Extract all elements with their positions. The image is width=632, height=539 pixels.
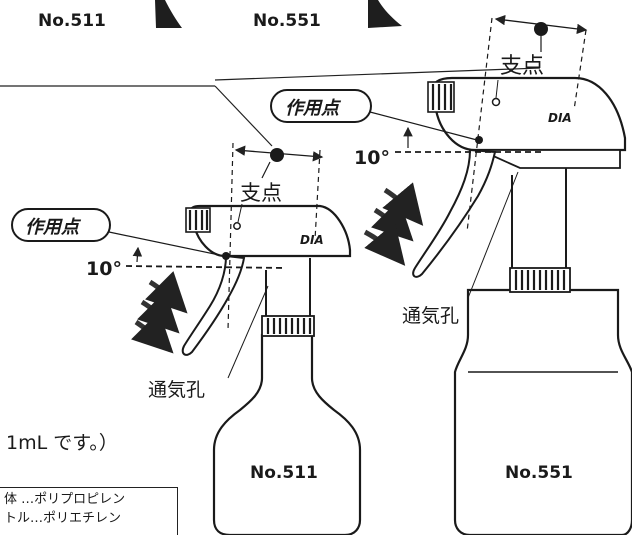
left-sprayer-head [188,204,352,258]
left-angle-arrow [132,246,143,263]
leader-line [467,171,519,299]
right-sprayer-head [430,76,627,152]
left-squeeze-arrow [137,291,180,334]
right-fulcrum-label: 支点 [500,54,544,79]
material-note: 体 …ポリプロピレン [4,492,126,507]
left-fulcrum-dashed-line [227,142,234,331]
left-fulcrum-label: 支点 [240,181,282,205]
left-neck-collar [261,315,315,337]
leader-line [261,161,271,179]
right-neck-ribs [514,270,566,290]
right-action-point-bubble [270,89,372,123]
left-action-point-dot [222,252,230,260]
right-squeeze-arrow [382,182,424,226]
right-action-point-dot [475,136,483,144]
right-action-point-label: 作用点 [285,98,342,119]
left-bottle [212,333,362,537]
leader-line [214,67,541,81]
left-sprayer: DIA 支点 作用点 10° 通気孔 No.511 [11,142,362,537]
left-action-point-bubble [11,208,111,242]
right-head-lower [479,149,621,169]
left-fulcrum-pivot [233,222,241,230]
leader-line [214,85,273,147]
right-squeeze-arrow [363,222,406,266]
leader-line [237,203,243,223]
left-angle-label: 10° [86,258,122,280]
right-vent-label: 通気孔 [402,305,459,327]
left-model-label: No.511 [250,463,318,483]
material-note: トル…ポリエチレン [4,511,122,526]
left-action-point-label: 作用点 [25,217,82,238]
leader-line [227,285,269,379]
right-nozzle-ribs [431,84,453,110]
left-squeeze-arrow [145,271,188,314]
left-fulcrum-marker [270,148,284,162]
right-trigger [412,148,497,278]
right-bottle [453,288,632,537]
right-fulcrum-dashed-line [573,29,587,111]
right-model-label: No.551 [505,463,573,483]
left-horizontal-dashed [125,265,286,269]
left-brand-logo: DIA [300,233,324,247]
left-nozzle-ribs [188,210,209,230]
right-stem [511,160,567,268]
right-fulcrum-pivot [491,97,501,107]
top-right-nozzle-shape [368,0,402,28]
left-vent-label: 通気孔 [148,379,205,401]
left-trigger [181,254,246,356]
right-squeeze-arrow [371,199,414,242]
top-left-model-label: No.511 [38,11,106,31]
left-fulcrum-dashed-line [314,149,321,241]
leader-line [108,231,225,257]
caption-fragment: 1mL です。） [6,432,118,454]
left-squeeze-arrow [131,311,174,354]
left-neck-ribs [266,318,312,334]
leader-line [495,79,499,99]
leader-line [369,111,478,141]
right-brand-logo: DIA [548,111,572,125]
top-left-nozzle-shape [155,0,182,28]
right-angle-label: 10° [354,147,390,169]
top-right-model-label: No.551 [253,11,321,31]
material-notes-box: 体 …ポリプロピレン トル…ポリエチレン [0,487,178,535]
left-stem [265,258,311,316]
right-fulcrum-marker [534,22,548,36]
